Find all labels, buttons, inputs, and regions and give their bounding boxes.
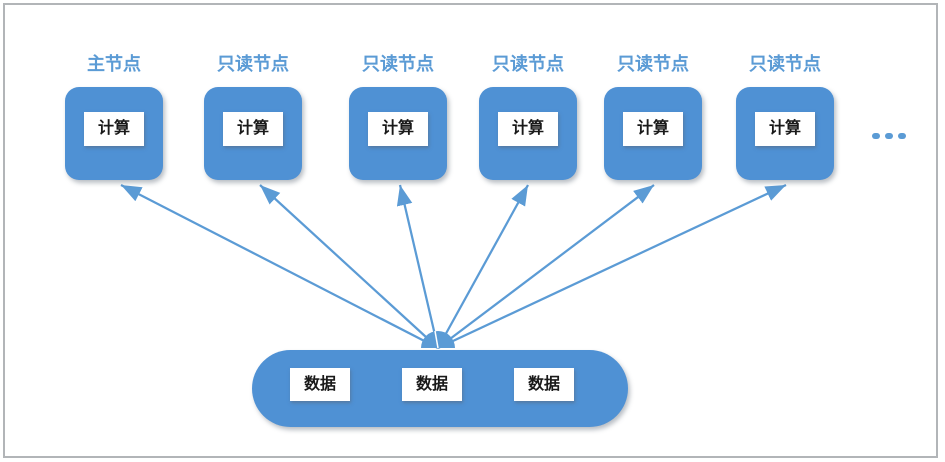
more-nodes-ellipsis-icon: [872, 133, 906, 139]
compute-node: 计算: [604, 87, 702, 180]
arrow-origin-fan: [421, 331, 455, 348]
compute-node: 计算: [204, 87, 302, 180]
compute-node: 计算: [65, 87, 163, 180]
compute-box: 计算: [368, 112, 428, 146]
arrow-to-replica-1: [259, 184, 439, 349]
arrow-to-replica-2: [396, 184, 440, 349]
compute-box: 计算: [755, 112, 815, 146]
node-replica-1: 只读节点 计算: [204, 52, 302, 180]
node-replica-5: 只读节点 计算: [736, 52, 834, 180]
node-label: 只读节点: [617, 54, 689, 74]
data-box: 数据: [402, 368, 462, 401]
compute-box: 计算: [84, 112, 144, 146]
ellipsis-dash: [885, 133, 893, 139]
node-label: 只读节点: [492, 54, 564, 74]
node-replica-3: 只读节点 计算: [479, 52, 577, 180]
arrow-to-master: [120, 183, 439, 350]
shared-storage: 数据 数据 数据: [252, 350, 628, 427]
arrow-to-replica-5: [437, 183, 787, 350]
arrow-to-replica-3: [437, 184, 529, 349]
data-box: 数据: [514, 368, 574, 401]
compute-node: 计算: [349, 87, 447, 180]
compute-box: 计算: [498, 112, 558, 146]
node-replica-2: 只读节点 计算: [349, 52, 447, 180]
compute-node: 计算: [736, 87, 834, 180]
node-label: 只读节点: [749, 54, 821, 74]
node-label: 只读节点: [362, 54, 434, 74]
node-label: 只读节点: [217, 54, 289, 74]
ellipsis-dash: [872, 133, 880, 139]
node-master: 主节点 计算: [65, 52, 163, 180]
ellipsis-dash: [898, 133, 906, 139]
compute-node: 计算: [479, 87, 577, 180]
fan-gap-line: [434, 330, 439, 349]
compute-box: 计算: [223, 112, 283, 146]
node-label: 主节点: [87, 54, 141, 74]
node-replica-4: 只读节点 计算: [604, 52, 702, 180]
data-box: 数据: [290, 368, 350, 401]
compute-box: 计算: [623, 112, 683, 146]
arrow-to-replica-4: [437, 184, 655, 349]
